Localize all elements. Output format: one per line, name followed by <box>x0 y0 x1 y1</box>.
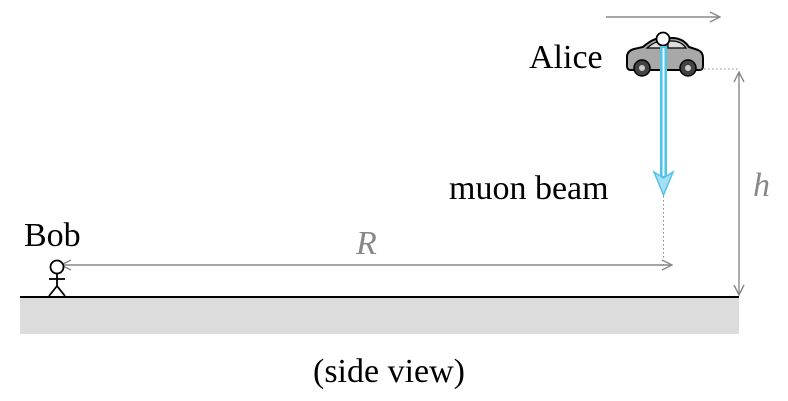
muon-beam <box>652 46 675 197</box>
bob-label: Bob <box>24 217 81 254</box>
bob-figure-icon <box>48 259 66 297</box>
distance-label: R <box>355 225 377 262</box>
height-label: h <box>753 167 770 204</box>
beam-label: muon beam <box>449 170 609 207</box>
alice-label: Alice <box>529 39 603 76</box>
caption: (side view) <box>313 353 465 390</box>
ground-slab <box>20 297 739 334</box>
alice-head <box>655 31 671 47</box>
